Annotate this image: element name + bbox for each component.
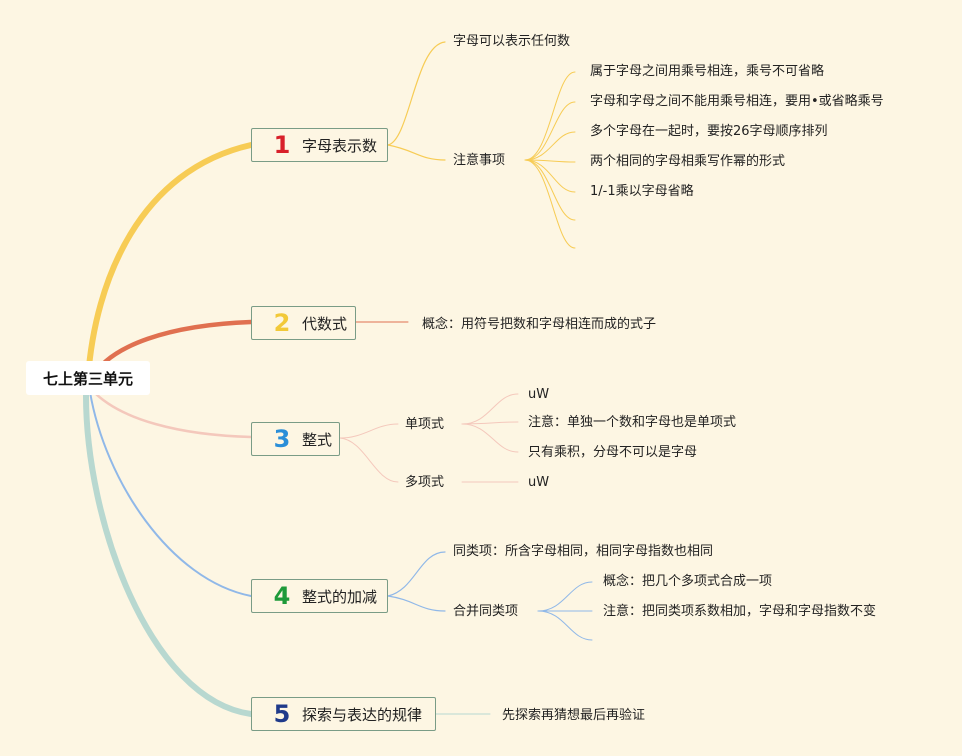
edge-b4-sub-3: [537, 610, 593, 641]
leaf-4-2-2[interactable]: 注意：把同类项系数相加，字母和字母指数不变: [603, 604, 877, 619]
branch-node-4[interactable]: 4 整式的加减: [251, 579, 388, 613]
branch-number-5: 5: [273, 700, 291, 728]
root-label: 七上第三单元: [42, 369, 133, 388]
edge-b4-sub-1: [537, 581, 593, 612]
edge-root-branch-5: [82, 389, 254, 717]
leaf-1-1[interactable]: 字母可以表示任何数: [453, 34, 571, 49]
branch-label-5: 探索与表达的规律: [302, 705, 423, 724]
leaf-1-2-2[interactable]: 字母和字母之间不能用乘号相连，要用•或省略乘号: [590, 94, 884, 109]
leaf-3-2-1[interactable]: uW: [528, 475, 550, 490]
leaf-4-2-1[interactable]: 概念：把几个多项式合成一项: [603, 574, 773, 589]
edge-b3-sub-1: [461, 393, 519, 425]
edge-b1-sub-7: [524, 159, 576, 249]
edge-root-branch-1: [85, 142, 254, 381]
leaf-2-1[interactable]: 概念：用符号把数和字母相连而成的式子: [422, 317, 657, 332]
edge-b1-sub-3: [524, 131, 576, 161]
leaf-1-2[interactable]: 注意事项: [453, 153, 506, 168]
edge-b3-sub-3: [461, 423, 519, 453]
edge-b1-sub-6: [524, 159, 576, 221]
root-node[interactable]: 七上第三单元: [26, 361, 150, 395]
branch-label-1: 字母表示数: [302, 136, 378, 155]
branch-node-1[interactable]: 1 字母表示数: [251, 128, 388, 162]
edge-b1-sub-2: [524, 101, 576, 161]
edge-root-branch-3: [90, 388, 253, 439]
leaf-3-1-2[interactable]: 注意：单独一个数和字母也是单项式: [528, 415, 737, 430]
edge-b1-leaf2: [387, 144, 446, 161]
branch-node-3[interactable]: 3 整式: [251, 422, 340, 456]
leaf-5-1[interactable]: 先探索再猜想最后再验证: [502, 708, 646, 723]
branch-number-3: 3: [273, 425, 291, 453]
leaf-1-2-5[interactable]: 1/-1乘以字母省略: [590, 184, 694, 199]
branch-label-2: 代数式: [302, 314, 348, 333]
edge-b4-leaf1: [387, 551, 446, 597]
edge-b1-sub-4: [524, 159, 576, 163]
edge-b3-leaf2: [339, 437, 399, 483]
branch-number-1: 1: [273, 131, 291, 159]
leaf-3-2[interactable]: 多项式: [405, 475, 445, 490]
branch-node-5[interactable]: 5 探索与表达的规律: [251, 697, 436, 731]
leaf-4-2[interactable]: 合并同类项: [453, 604, 519, 619]
branch-label-3: 整式: [302, 430, 333, 449]
edge-b3-sub-2: [461, 421, 519, 425]
branch-node-2[interactable]: 2 代数式: [251, 306, 356, 340]
leaf-1-2-3[interactable]: 多个字母在一起时，要按26字母顺序排列: [590, 124, 828, 139]
branch-number-2: 2: [273, 309, 291, 337]
edge-b4-leaf2: [387, 595, 446, 612]
leaf-3-1-3[interactable]: 只有乘积，分母不可以是字母: [528, 445, 698, 460]
branch-label-4: 整式的加减: [302, 587, 378, 606]
leaf-3-1[interactable]: 单项式: [405, 417, 445, 432]
edge-b1-sub-1: [524, 71, 576, 161]
edge-b1-leaf1: [387, 41, 446, 146]
edge-b3-leaf1: [339, 423, 399, 439]
edge-root-branch-4: [89, 391, 252, 597]
branch-number-4: 4: [273, 582, 291, 610]
leaf-1-2-4[interactable]: 两个相同的字母相乘写作幂的形式: [590, 154, 786, 169]
leaf-3-1-1[interactable]: uW: [528, 387, 550, 402]
leaf-1-2-1[interactable]: 属于字母之间用乘号相连，乘号不可省略: [590, 64, 825, 79]
leaf-4-1[interactable]: 同类项：所含字母相同，相同字母指数也相同: [453, 544, 714, 559]
